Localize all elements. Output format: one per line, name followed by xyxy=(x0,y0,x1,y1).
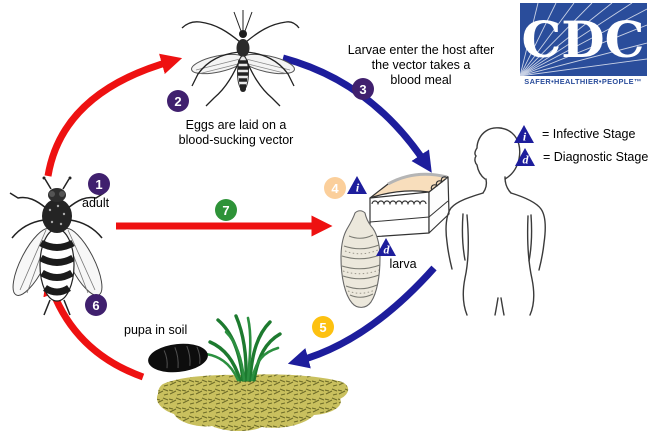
larvae-caption-line3: blood meal xyxy=(390,73,452,87)
infective-stage-icon: i xyxy=(347,176,367,195)
step-4-badge: 4 xyxy=(324,177,346,199)
legend-diagnostic-row: d = Diagnostic Stage xyxy=(513,146,648,167)
cdc-logo: CDC xyxy=(519,2,648,81)
legend-infective-label: = Infective Stage xyxy=(542,126,636,141)
grass-illustration xyxy=(204,314,282,382)
eggs-caption-line2: blood-sucking vector xyxy=(178,133,294,147)
diagnostic-stage-icon: d xyxy=(376,238,396,257)
larva-illustration xyxy=(340,210,381,308)
step-1-badge: 1 xyxy=(88,173,110,195)
step-3-badge: 3 xyxy=(352,78,374,100)
legend-infective-letter: i xyxy=(523,130,527,144)
eggs-caption-line1: Eggs are laid on a xyxy=(185,118,287,132)
pupa-illustration xyxy=(148,343,208,373)
step-7-badge: 7 xyxy=(215,199,237,221)
pupa-in-soil-label: pupa in soil xyxy=(124,323,188,337)
larvae-enter-caption: Larvae enter the host after the vector t… xyxy=(345,43,497,88)
eggs-caption: Eggs are laid on a blood-sucking vector xyxy=(171,118,301,148)
arrow-adult-to-vector xyxy=(44,53,183,177)
legend-diagnostic-letter: d xyxy=(523,153,530,167)
step-2-badge: 2 xyxy=(167,90,189,112)
skin-cross-section-illustration xyxy=(369,172,450,238)
cdc-logo-text: CDC xyxy=(522,10,645,69)
legend-diagnostic-icon: d xyxy=(515,148,535,167)
cdc-tagline: SAFER•HEALTHIER•PEOPLE™ xyxy=(524,77,642,86)
larvae-caption-line1: Larvae enter the host after xyxy=(347,43,495,57)
adult-label: adult xyxy=(82,196,110,210)
cdc-logo-graphic: CDC xyxy=(519,2,648,77)
adult-fly-illustration xyxy=(9,176,105,316)
mosquito-illustration xyxy=(181,10,300,107)
larvae-caption-line2: the vector takes a xyxy=(371,58,471,72)
soil-illustration xyxy=(156,374,349,432)
legend-infective-icon: i xyxy=(514,125,534,144)
legend-diagnostic-label: = Diagnostic Stage xyxy=(543,149,649,164)
arrow-larva-to-soil xyxy=(287,265,437,369)
diagnostic-stage-letter: d xyxy=(384,243,391,257)
human-figure xyxy=(445,127,546,316)
larva-label: larva xyxy=(389,257,417,271)
step-6-badge: 6 xyxy=(85,294,107,316)
infective-stage-letter: i xyxy=(356,181,360,195)
step-5-badge: 5 xyxy=(312,316,334,338)
legend-infective-row: i = Infective Stage xyxy=(512,123,635,144)
